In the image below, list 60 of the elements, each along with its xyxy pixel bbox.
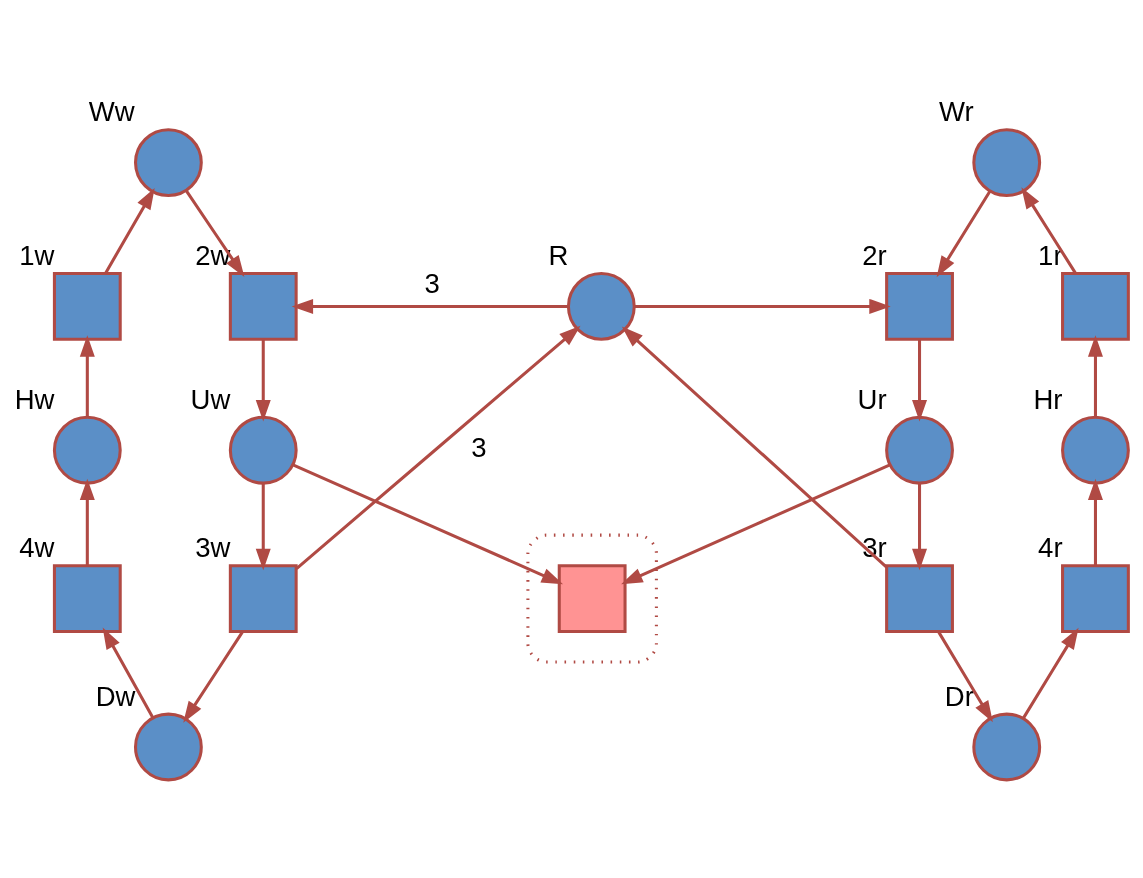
node-circle [52,415,122,485]
arrow [79,478,95,566]
node-circle [885,415,954,485]
arrow [936,189,992,277]
node-label: Ur [857,383,887,415]
arrow [183,630,244,723]
node-label: Ww [88,95,135,127]
arrow [102,627,155,719]
node-label: Hr [1033,383,1063,415]
arrow [1021,186,1077,274]
edge-label: 3 [471,431,487,463]
node-box [885,271,954,341]
node-box [52,563,122,633]
arrow [1087,478,1103,566]
node-label: R [548,239,569,271]
arrow [292,463,564,584]
arrow [621,463,891,584]
node-circle [972,127,1042,197]
node-box [1061,271,1130,341]
arrow [1087,334,1103,417]
node-box [557,563,627,633]
node-label: 2r [862,239,887,271]
node-box [885,563,954,633]
node-label: Dr [944,680,974,712]
edge-label: 3 [424,267,440,299]
cluster [526,533,658,664]
arrow [1021,627,1079,719]
arrow [104,187,155,274]
node-circle [972,712,1042,781]
node-label: Wr [938,95,974,127]
arrow [295,325,581,570]
node-circle [134,712,203,781]
arrow [912,482,928,570]
node-box [228,563,298,633]
node-label: Hw [14,383,55,415]
arrow [255,482,271,570]
node-label: 4w [19,531,55,563]
arrow [255,339,271,421]
node-circle [1061,415,1130,485]
node-label: 2w [195,239,231,271]
arrow [912,339,928,421]
node-label: Uw [190,383,231,415]
node-box [228,271,298,341]
node-label: 4r [1038,531,1063,563]
arrow [621,326,888,568]
node-circle [134,127,203,197]
node-circle [228,415,298,485]
node-circle [566,271,636,341]
arrow [79,334,95,417]
arrow [291,298,569,314]
node-label: 3r [862,531,887,563]
node-label: Dw [95,680,136,712]
node-box [1061,563,1130,633]
arrow [937,630,993,722]
arrow [184,189,245,277]
node-label: 3w [195,531,231,563]
node-label: 1r [1038,239,1063,271]
node-box [52,271,122,341]
arrow [634,298,891,314]
node-label: 1w [19,239,55,271]
